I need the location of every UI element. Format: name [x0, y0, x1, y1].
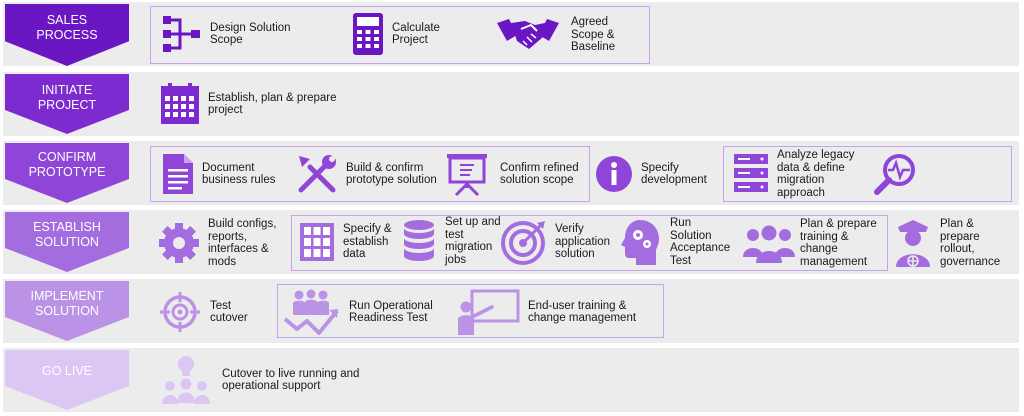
- calculator-icon: [352, 12, 384, 56]
- phase-label: IMPLEMENT SOLUTION: [30, 289, 104, 318]
- presentation-board-icon: [446, 152, 488, 196]
- step-verify-application: Verify application solution: [501, 219, 616, 265]
- step-analyze-magnifier: [873, 152, 917, 196]
- step-label: Plan & prepare rollout, governance: [940, 218, 1001, 268]
- step-label: Set up and test migration jobs: [445, 216, 501, 266]
- target-icon: [501, 219, 547, 265]
- step-label: Confirm refined solution scope: [500, 161, 579, 187]
- step-specify-development: Specify development: [595, 153, 720, 195]
- step-design-solution-scope: Design Solution Scope: [162, 13, 337, 55]
- step-label: Plan & prepare training & change managem…: [800, 218, 877, 268]
- step-label: Run Operational Readiness Test: [349, 299, 433, 325]
- implement-group-box: [277, 284, 664, 338]
- step-test-cutover: Test cutover: [160, 290, 270, 334]
- step-document-rules: Document business rules: [162, 152, 292, 196]
- step-end-user-training: End-user training & change management: [456, 288, 661, 336]
- phase-label: INITIATE PROJECT: [37, 83, 97, 112]
- step-label: Build & confirm prototype solution: [346, 161, 437, 187]
- step-establish-plan: Establish, plan & prepare project: [160, 82, 380, 126]
- document-icon: [162, 153, 194, 195]
- step-label: Agreed Scope & Baseline: [571, 16, 616, 54]
- database-icon: [403, 219, 435, 263]
- step-agreed-scope: Agreed Scope & Baseline: [495, 12, 645, 58]
- step-label: Specify development: [641, 161, 707, 187]
- step-label: Analyze legacy data & define migration a…: [777, 149, 855, 199]
- team-chart-icon: [283, 289, 339, 335]
- step-plan-rollout: Plan & prepare rollout, governance: [892, 217, 1018, 269]
- flowchart-icon: [162, 14, 202, 54]
- step-label: Design Solution Scope: [210, 21, 291, 47]
- phase-label: CONFIRM PROTOTYPE: [28, 150, 106, 179]
- magnifier-pulse-icon: [873, 152, 917, 196]
- step-acceptance-test: Run Solution Acceptance Test: [620, 217, 740, 267]
- phase-label: SALES PROCESS: [36, 13, 98, 42]
- step-label: Document business rules: [202, 161, 276, 187]
- tools-icon: [296, 153, 338, 195]
- step-calculate-project: Calculate Project: [352, 12, 462, 56]
- grid-table-icon: [299, 222, 335, 262]
- step-label: Build configs, reports, interfaces & mod…: [208, 218, 277, 268]
- confirm-group-box: [150, 146, 590, 202]
- step-label: Specify & establish data: [343, 223, 392, 261]
- legacy-group-box: [723, 146, 1012, 202]
- phase-row-initiate-project: [3, 72, 1019, 136]
- phase-label: GO LIVE: [41, 364, 93, 378]
- gear-icon: [158, 222, 200, 264]
- step-specify-data: Specify & establish data: [299, 220, 399, 264]
- lightbulb-team-icon: [160, 354, 212, 406]
- sales-group-box: [150, 6, 650, 64]
- step-analyze-legacy: Analyze legacy data & define migration a…: [733, 149, 883, 199]
- people-group-icon: [742, 223, 796, 263]
- step-label: Cutover to live running and operational …: [222, 367, 360, 393]
- pilot-icon: [892, 218, 934, 268]
- phase-label: ESTABLISH SOLUTION: [33, 220, 101, 249]
- crosshair-icon: [160, 292, 200, 332]
- step-label: End-user training & change management: [528, 299, 637, 325]
- establish-group-box: [291, 215, 888, 271]
- step-label: Test cutover: [210, 299, 248, 325]
- step-label: Calculate Project: [392, 21, 440, 47]
- phase-row-go-live: [3, 348, 1019, 412]
- step-cutover-live: Cutover to live running and operational …: [160, 353, 390, 407]
- calendar-icon: [160, 83, 200, 125]
- step-label: Run Solution Acceptance Test: [670, 217, 731, 267]
- step-operational-readiness: Run Operational Readiness Test: [283, 288, 453, 336]
- step-label: Establish, plan & prepare project: [208, 91, 337, 117]
- step-confirm-scope: Confirm refined solution scope: [446, 152, 586, 196]
- server-icon: [733, 152, 769, 196]
- step-plan-training: Plan & prepare training & change managem…: [742, 217, 882, 269]
- step-build-prototype: Build & confirm prototype solution: [296, 152, 446, 196]
- head-gears-icon: [620, 218, 662, 266]
- teacher-board-icon: [456, 289, 520, 335]
- step-label: Verify application solution: [555, 223, 610, 261]
- handshake-icon: [495, 15, 561, 55]
- step-build-configs: Build configs, reports, interfaces & mod…: [158, 218, 288, 268]
- info-icon: [595, 155, 633, 193]
- step-migration-jobs: Set up and test migration jobs: [403, 216, 508, 266]
